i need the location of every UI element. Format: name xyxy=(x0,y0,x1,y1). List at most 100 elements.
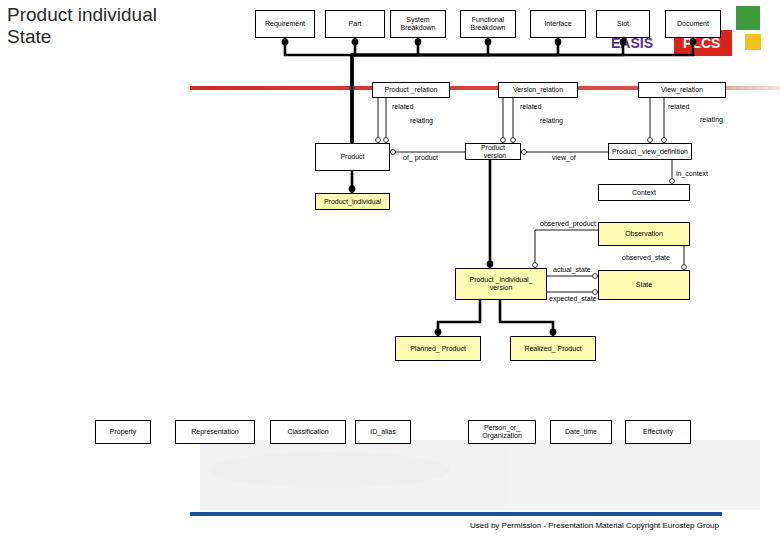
attribute-line xyxy=(378,98,379,143)
attribute-line xyxy=(390,152,465,153)
entity-name: Property xyxy=(110,428,136,436)
entity-name: Interface xyxy=(544,20,571,28)
entity-box: Planned_ Product xyxy=(395,336,481,361)
entity-box: Requirement xyxy=(255,10,315,38)
entity-box: Product _view_definition xyxy=(608,143,692,160)
entity-name: Version_relation xyxy=(513,86,563,94)
entity-box: Observation xyxy=(598,222,690,246)
attribute-line xyxy=(547,292,598,293)
entity-box: Product _individual_ version xyxy=(455,268,547,300)
entity-box: Effectivity xyxy=(625,420,691,444)
attribute-line xyxy=(547,276,598,277)
attribute-name: observed_state xyxy=(622,254,670,262)
attribute-name: actual_state xyxy=(553,266,591,274)
entity-name: Requirement xyxy=(265,20,305,28)
logo-square xyxy=(736,6,760,30)
attribute-name: related xyxy=(392,103,413,111)
entity-box: Product _relation xyxy=(372,82,450,98)
attribute-line xyxy=(503,98,504,143)
entity-box: Document xyxy=(665,10,721,38)
entity-name: Product _version xyxy=(468,144,518,160)
entity-box: Interface xyxy=(530,10,586,38)
subtype-line xyxy=(352,38,488,143)
entity-box: Product xyxy=(315,143,390,171)
attribute-line xyxy=(513,98,514,143)
attribute-name: view_of xyxy=(552,154,576,162)
subtype-line xyxy=(352,38,558,143)
entity-box: Slot xyxy=(596,10,650,38)
entity-name: System Breakdown xyxy=(393,16,443,32)
attribute-line xyxy=(664,98,665,143)
subtype-line xyxy=(352,38,693,143)
entity-name: State xyxy=(636,281,652,289)
attribute-line xyxy=(684,246,685,270)
attribute-line xyxy=(535,230,598,268)
attribute-line xyxy=(386,98,387,143)
slide-title: Product individual State xyxy=(7,4,172,48)
entity-name: Product _individual_ version xyxy=(458,276,544,292)
subtype-line xyxy=(351,171,354,193)
entity-name: Realized_ Product xyxy=(524,345,581,353)
entity-box: Classification xyxy=(270,420,346,444)
attribute-line xyxy=(650,98,651,143)
entity-box: Product_individual xyxy=(315,193,390,210)
attribute-name: expected_state xyxy=(549,295,596,303)
entity-name: Slot xyxy=(617,20,629,28)
entity-name: Document xyxy=(677,20,709,28)
blue-rule xyxy=(190,512,722,516)
entity-box: Date_time xyxy=(550,420,612,444)
subtype-line xyxy=(489,160,492,268)
background-imagery xyxy=(200,440,760,510)
entity-name: Product_individual xyxy=(324,198,381,206)
entity-box: Functional Breakdown xyxy=(460,10,516,38)
copyright-note: Used by Permission - Presentation Materi… xyxy=(470,521,719,531)
entity-name: Part xyxy=(349,20,362,28)
entity-box: View_relation xyxy=(638,82,726,98)
entity-name: Product _view_definition xyxy=(612,148,688,156)
entity-name: Observation xyxy=(625,230,663,238)
logo-square xyxy=(745,34,761,50)
entity-box: Version_relation xyxy=(498,82,578,98)
subtype-line xyxy=(438,300,480,336)
entity-name: ID_alias xyxy=(370,428,395,436)
entity-name: Classification xyxy=(287,428,328,436)
subtype-line xyxy=(352,38,355,143)
attribute-name: in_context xyxy=(676,170,708,178)
attribute-line xyxy=(672,160,673,184)
attribute-name: relating xyxy=(700,116,723,124)
subtype-line xyxy=(352,38,623,143)
attribute-name: relating xyxy=(410,117,433,125)
entity-name: Date_time xyxy=(565,428,597,436)
entity-name: Product xyxy=(340,153,364,161)
entity-box: State xyxy=(598,270,690,300)
entity-name: Person_or_ Organization xyxy=(471,424,533,440)
entity-name: Context xyxy=(632,189,656,197)
entity-box: Representation xyxy=(175,420,255,444)
entity-name: Planned_ Product xyxy=(410,345,466,353)
attribute-name: of_ product xyxy=(403,154,438,162)
subtype-line xyxy=(352,38,418,143)
entity-name: View_relation xyxy=(661,86,703,94)
attribute-line xyxy=(521,152,608,153)
entity-box: Person_or_ Organization xyxy=(468,420,536,444)
attribute-name: related xyxy=(668,103,689,111)
entity-box: Part xyxy=(325,10,385,38)
attribute-name: observed_product xyxy=(540,220,596,228)
entity-box: System Breakdown xyxy=(390,10,446,38)
entity-box: Product _version xyxy=(465,143,521,160)
attribute-name: relating xyxy=(540,117,563,125)
attribute-name: related xyxy=(520,103,541,111)
entity-box: Property xyxy=(95,420,151,444)
entity-name: Effectivity xyxy=(643,428,673,436)
entity-box: Context xyxy=(598,184,690,201)
entity-box: Realized_ Product xyxy=(510,336,596,361)
entity-box: ID_alias xyxy=(355,420,411,444)
entity-name: Functional Breakdown xyxy=(463,16,513,32)
entity-name: Representation xyxy=(191,428,238,436)
subtype-line xyxy=(285,38,352,143)
entity-name: Product _relation xyxy=(385,86,438,94)
subtype-line xyxy=(500,300,553,336)
